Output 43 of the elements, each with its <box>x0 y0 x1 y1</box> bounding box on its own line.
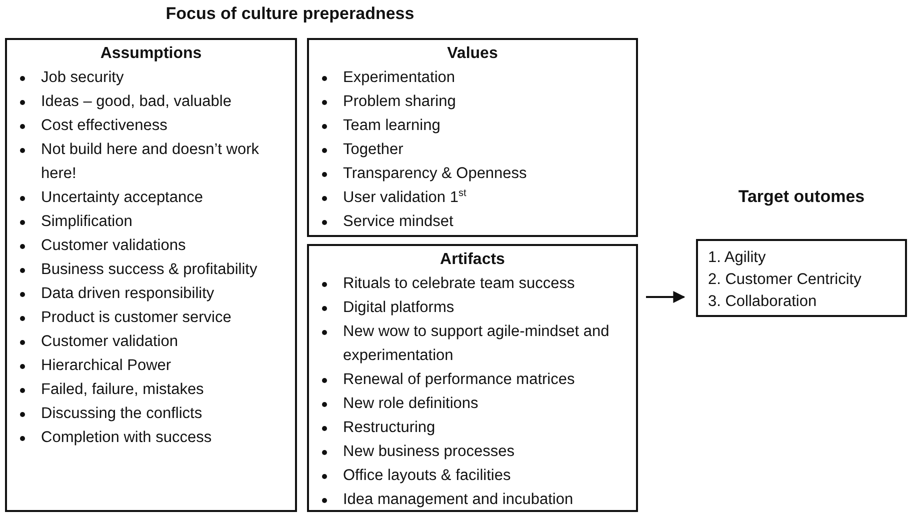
bullet-item: Business success & profitability <box>41 261 258 278</box>
bullet-item: Team learning <box>343 117 440 134</box>
bullet-item: New wow to support agile-mindset and experimentation <box>343 323 610 364</box>
bullet-item: Rituals to celebrate team success <box>343 275 575 292</box>
bullet-item: Digital platforms <box>343 299 454 316</box>
box-heading: Artifacts <box>439 250 506 270</box>
bullet-item: New business processes <box>343 443 514 460</box>
bullet-item: Customer validation <box>41 333 178 350</box>
bullet-item: Product is customer service <box>41 309 232 326</box>
bullet-item: Service mindset <box>343 213 454 230</box>
bullet-item: Hierarchical Power <box>41 357 172 374</box>
bullet-item: Customer validations <box>41 237 186 254</box>
diagram-title: Focus of culture preperadness <box>164 4 416 24</box>
arrow <box>646 291 686 303</box>
bullet-item: Failed, failure, mistakes <box>41 381 204 398</box>
bullet-item: User validation 1$^{st}$ <box>343 189 466 206</box>
bullet-item: Problem sharing <box>343 93 456 110</box>
bullet-item: Simplification <box>41 213 132 230</box>
bullet-item: Not build here and doesn’t work here! <box>41 141 259 182</box>
box-heading: Assumptions <box>99 44 203 64</box>
list-item: 2. Customer Centricity <box>708 270 862 290</box>
bullet-item: Office layouts & facilities <box>343 467 511 484</box>
box-heading: Values <box>446 44 499 64</box>
text-box <box>5 38 297 512</box>
bullet-item: Renewal of performance matrices <box>343 371 575 388</box>
bullet-item: Together <box>343 141 404 158</box>
bullet-item: Discussing the conflicts <box>41 405 202 422</box>
list-item: 1. Agility <box>708 248 767 268</box>
bullet-item: Data driven responsibility <box>41 285 214 302</box>
bullet-item: Idea management and incubation <box>343 491 574 508</box>
bullet-item: Cost effectiveness <box>41 117 168 134</box>
bullet-item: Experimentation <box>343 69 456 86</box>
text-box <box>307 244 638 512</box>
bullet-item: Completion with success <box>41 429 212 446</box>
bullet-item: Ideas – good, bad, valuable <box>41 93 232 110</box>
bullet-item: Restructuring <box>343 419 436 436</box>
bullet-item: Job security <box>41 69 124 86</box>
text-box <box>307 38 638 237</box>
bullet-item: Transparency & Openness <box>343 165 527 182</box>
list-item: 3. Collaboration <box>708 292 818 312</box>
bullet-item: Uncertainty acceptance <box>41 189 203 206</box>
bullet-item: New role definitions <box>343 395 478 412</box>
box-heading: Target outomes <box>737 186 866 208</box>
